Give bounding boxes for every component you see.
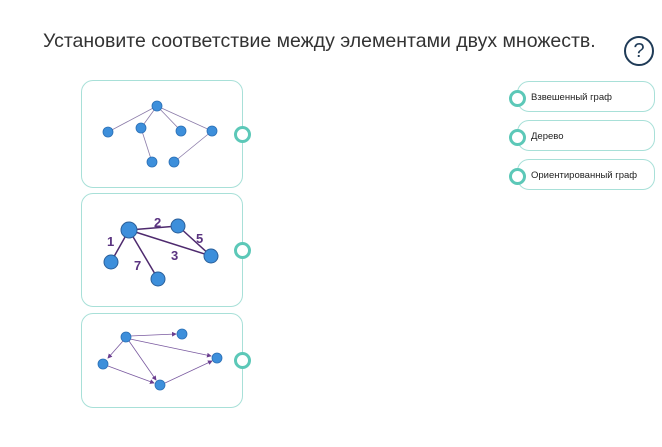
directed-graph xyxy=(97,328,223,391)
right-connector-2[interactable] xyxy=(509,129,526,146)
left-connector-1[interactable] xyxy=(234,126,251,143)
right-connector-1[interactable] xyxy=(509,90,526,107)
help-button[interactable]: ? xyxy=(624,36,654,66)
question-title: Установите соответствие между элементами… xyxy=(43,30,596,52)
weight-label: 3 xyxy=(171,248,178,263)
weight-label: 2 xyxy=(154,215,161,230)
option-label: Дерево xyxy=(531,131,564,142)
right-item-directed-graph[interactable]: Ориентированный граф xyxy=(517,159,655,190)
weight-label: 7 xyxy=(134,258,141,273)
weight-label: 5 xyxy=(196,231,203,246)
weight-label: 1 xyxy=(107,234,114,249)
right-item-weighted-graph[interactable]: Взвешенный граф xyxy=(517,81,655,112)
right-connector-3[interactable] xyxy=(509,168,526,185)
weighted-graph xyxy=(103,218,219,287)
tree-graph xyxy=(102,100,218,168)
option-label: Взвешенный граф xyxy=(531,92,612,103)
right-item-tree[interactable]: Дерево xyxy=(517,120,655,151)
left-connector-3[interactable] xyxy=(234,352,251,369)
option-label: Ориентированный граф xyxy=(531,170,638,181)
left-connector-2[interactable] xyxy=(234,242,251,259)
